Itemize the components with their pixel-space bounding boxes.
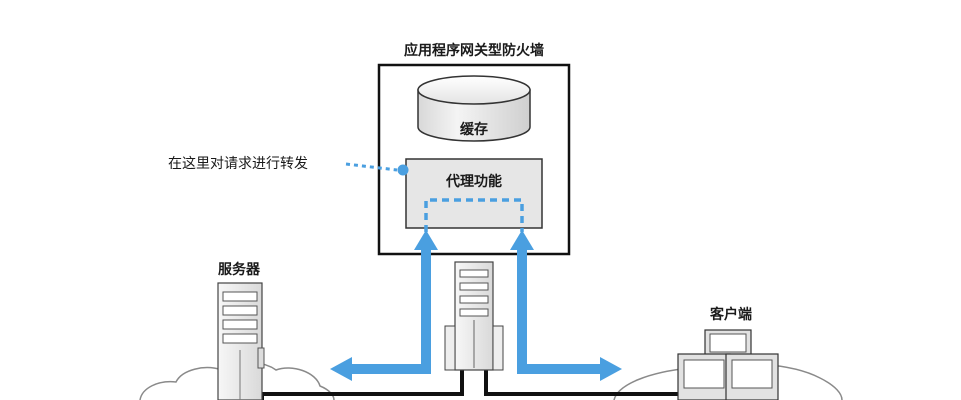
proxy-box <box>405 158 543 229</box>
cache-label: 缓存 <box>460 121 488 138</box>
client-label: 客户端 <box>709 306 752 323</box>
forward-pointer-dot <box>397 164 409 176</box>
request-arrow <box>330 230 438 381</box>
server-label: 服务器 <box>218 261 261 278</box>
cache-cylinder: 缓存 <box>417 75 531 142</box>
proxy-label: 代理功能 <box>445 173 502 190</box>
server-icon <box>217 282 265 400</box>
response-arrow <box>510 230 622 381</box>
forward-note: 在这里对请求进行转发 <box>168 155 308 172</box>
proxy-forward-path <box>424 198 524 232</box>
forward-pointer-line <box>345 162 398 172</box>
client-computers-icon <box>677 329 779 400</box>
firewall-server-icon <box>444 261 504 371</box>
firewall-title: 应用程序网关型防火墙 <box>404 42 544 59</box>
